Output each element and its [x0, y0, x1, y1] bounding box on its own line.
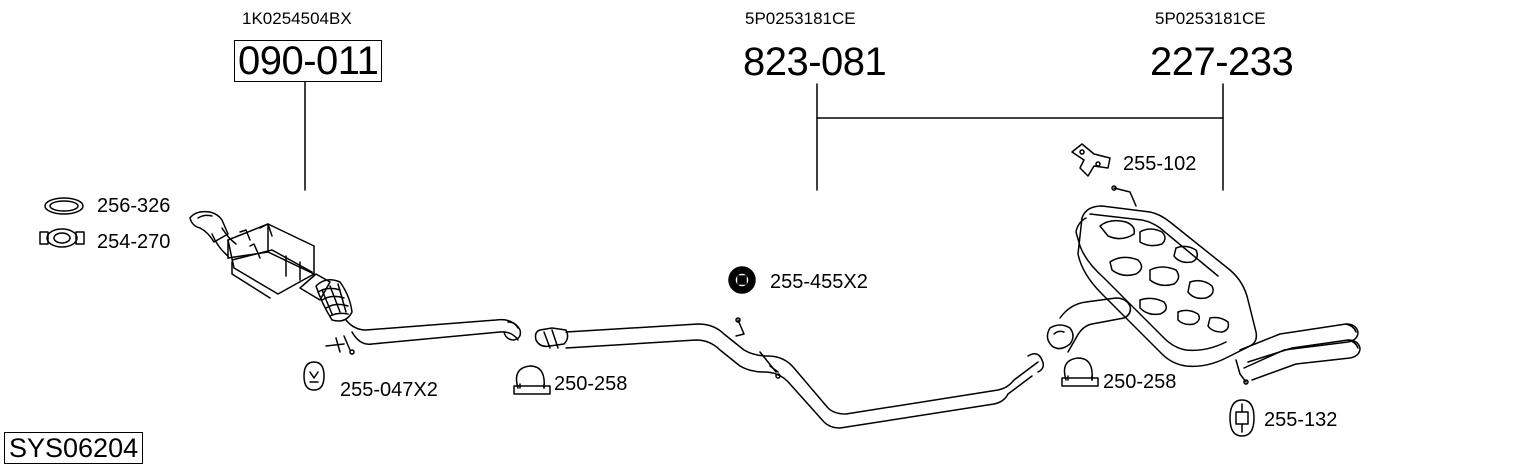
- part-number-middle-pipe[interactable]: 823-081: [743, 40, 887, 84]
- oem-number-catalyst: 1K0254504BX: [242, 9, 352, 28]
- middle-pipe-icon: [534, 317, 1045, 429]
- catalyst-icon: [189, 210, 522, 355]
- hanger-icon-front: [303, 361, 325, 391]
- gasket-icon: [44, 197, 84, 215]
- oem-number-rear-silencer: 5P0253181CE: [1155, 9, 1266, 28]
- part-number-clamp-front[interactable]: 254-270: [97, 231, 171, 253]
- part-number-rubber-mount-rear[interactable]: 255-132: [1264, 409, 1338, 431]
- part-number-gasket[interactable]: 256-326: [97, 195, 171, 217]
- system-code: SYS06204: [4, 432, 144, 464]
- part-number-bracket-rear[interactable]: 255-102: [1123, 153, 1197, 175]
- part-number-hanger-front[interactable]: 255-047X2: [340, 379, 438, 401]
- part-number-rear-silencer[interactable]: 227-233: [1150, 40, 1294, 84]
- part-number-rubber-mount-mid[interactable]: 255-455X2: [770, 271, 868, 293]
- clamp-icon-mid: [513, 365, 551, 395]
- oem-number-middle-pipe: 5P0253181CE: [745, 9, 856, 28]
- bracket-icon-rear: [1071, 143, 1111, 177]
- part-number-catalyst[interactable]: 090-011: [234, 40, 383, 82]
- clamp-icon-rear: [1061, 357, 1099, 387]
- clamp-icon-front: [39, 228, 85, 248]
- rear-silencer-icon: [1046, 185, 1361, 385]
- rubber-mount-icon-rear: [1229, 399, 1255, 437]
- part-number-clamp-mid[interactable]: 250-258: [554, 373, 628, 395]
- rubber-mount-icon-mid: [728, 266, 756, 294]
- part-number-clamp-rear[interactable]: 250-258: [1103, 371, 1177, 393]
